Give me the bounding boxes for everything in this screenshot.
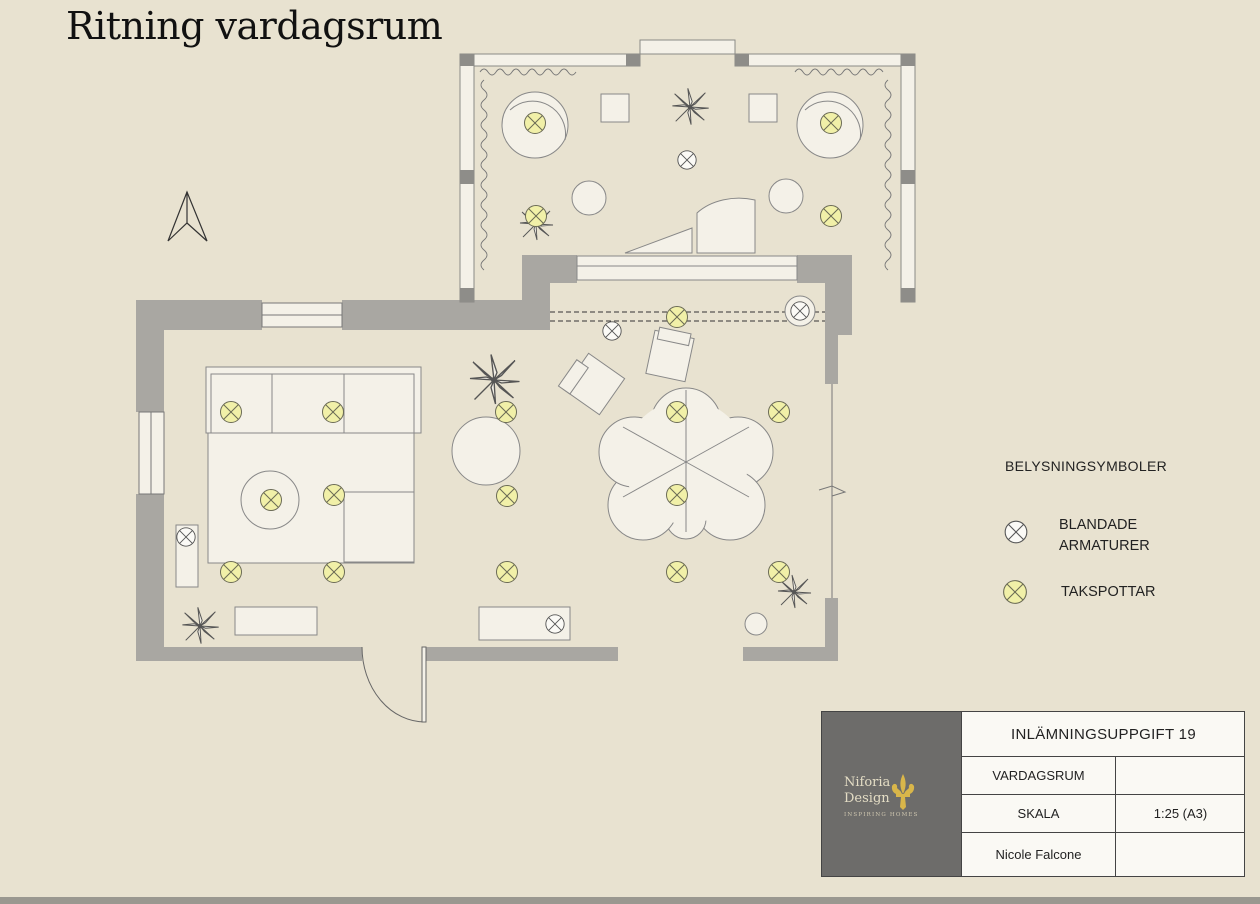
- mixed-fixture-icon: [790, 301, 810, 321]
- side-table-right: [748, 93, 778, 123]
- ceiling-spot-icon: [666, 306, 688, 328]
- ceiling-spot-icon: [768, 561, 790, 583]
- wall-notch-top: [522, 255, 577, 283]
- ceiling-spot-icon: [322, 401, 344, 423]
- ceiling-spot-icon: [666, 484, 688, 506]
- legend-ceiling-spot-icon: [1003, 580, 1027, 604]
- small-stool: [744, 612, 768, 636]
- wall-bottom-right: [743, 647, 838, 661]
- wall-top-mid: [342, 300, 550, 330]
- bottom-bar: [0, 897, 1260, 904]
- curtain-right: [884, 79, 892, 271]
- upper-wall-top-left: [459, 53, 641, 67]
- legend-mixed-line1: BLANDADE: [1059, 517, 1138, 533]
- curtain-top-left: [479, 68, 577, 76]
- stool-right: [768, 178, 804, 214]
- entrance-door-swing: [361, 646, 426, 723]
- room-value-cell: [1115, 757, 1245, 795]
- side-table-left: [600, 93, 630, 123]
- ceiling-spot-icon: [820, 112, 842, 134]
- plant-icon: [181, 606, 220, 645]
- scale-label: SKALA: [961, 795, 1115, 833]
- bench-bottom-left: [234, 606, 318, 636]
- petal-dining-table: [598, 387, 774, 541]
- logo-tagline: INSPIRING HOMES: [844, 812, 919, 818]
- wall-left-upper: [136, 300, 164, 412]
- ceiling-spot-icon: [666, 561, 688, 583]
- assignment-title: INLÄMNINGSUPPGIFT 19: [961, 712, 1245, 757]
- plant-icon: [469, 353, 521, 405]
- wall-left-lower: [136, 494, 164, 661]
- entrance-door: [421, 646, 427, 723]
- ceiling-spot-icon: [323, 561, 345, 583]
- ceiling-spot-icon: [220, 401, 242, 423]
- upper-bay-window: [639, 39, 736, 55]
- ceiling-spot-icon: [524, 112, 546, 134]
- designer-value-cell: [1115, 833, 1245, 876]
- ceiling-spot-icon: [768, 401, 790, 423]
- upper-door-leaf-2: [624, 227, 693, 254]
- upper-wall-top-right: [734, 53, 916, 67]
- wall-bottom-mid: [426, 647, 618, 661]
- ceiling-spot-icon: [220, 561, 242, 583]
- curtain-top-right: [794, 68, 884, 76]
- designer-name: Nicole Falcone: [961, 833, 1115, 876]
- mixed-fixture-icon: [602, 321, 622, 341]
- ceiling-spot-icon: [495, 401, 517, 423]
- page-title: Ritning vardagsrum: [66, 4, 443, 48]
- mixed-fixture-icon: [545, 614, 565, 634]
- mixed-fixture-icon: [677, 150, 697, 170]
- logo-line1: Niforia: [844, 775, 891, 790]
- ceiling-spot-icon: [496, 561, 518, 583]
- title-block: Niforia Design INSPIRING HOMES INLÄMNING…: [821, 711, 1245, 877]
- logo-panel: Niforia Design INSPIRING HOMES: [822, 712, 962, 876]
- ceiling-spot-icon: [666, 401, 688, 423]
- curtain-left: [480, 79, 488, 271]
- logo-line2: Design: [844, 791, 890, 806]
- legend-ceiling-spots-label: TAKSPOTTAR: [1061, 584, 1156, 600]
- wall-right-bottom: [825, 598, 838, 661]
- north-arrow-icon: [167, 190, 208, 242]
- ceiling-spot-icon: [323, 484, 345, 506]
- sofa-seat-1: [210, 373, 273, 435]
- ceiling-spot-icon: [525, 205, 547, 227]
- ceiling-spot-icon: [260, 489, 282, 511]
- stool-left: [571, 180, 607, 216]
- room-label: VARDAGSRUM: [961, 757, 1115, 795]
- round-table: [451, 416, 521, 486]
- fleur-de-lis-icon: [891, 774, 915, 810]
- legend-mixed-line2: ARMATURER: [1059, 538, 1150, 554]
- logo-text: Niforia Design: [844, 775, 890, 807]
- mixed-fixture-icon: [176, 527, 196, 547]
- wall-right-lower: [825, 300, 838, 384]
- legend-heading: BELYSNINGSYMBOLER: [1005, 458, 1167, 474]
- legend-mixed-fixtures-label: BLANDADE ARMATURER: [1059, 515, 1169, 557]
- scale-value: 1:25 (A3): [1115, 795, 1245, 833]
- ceiling-spot-icon: [496, 485, 518, 507]
- ceiling-spot-icon: [820, 205, 842, 227]
- plant-icon: [671, 87, 710, 126]
- legend-mixed-fixture-icon: [1004, 520, 1028, 544]
- wall-bottom-left: [136, 647, 362, 661]
- upper-door-leaf: [696, 197, 756, 254]
